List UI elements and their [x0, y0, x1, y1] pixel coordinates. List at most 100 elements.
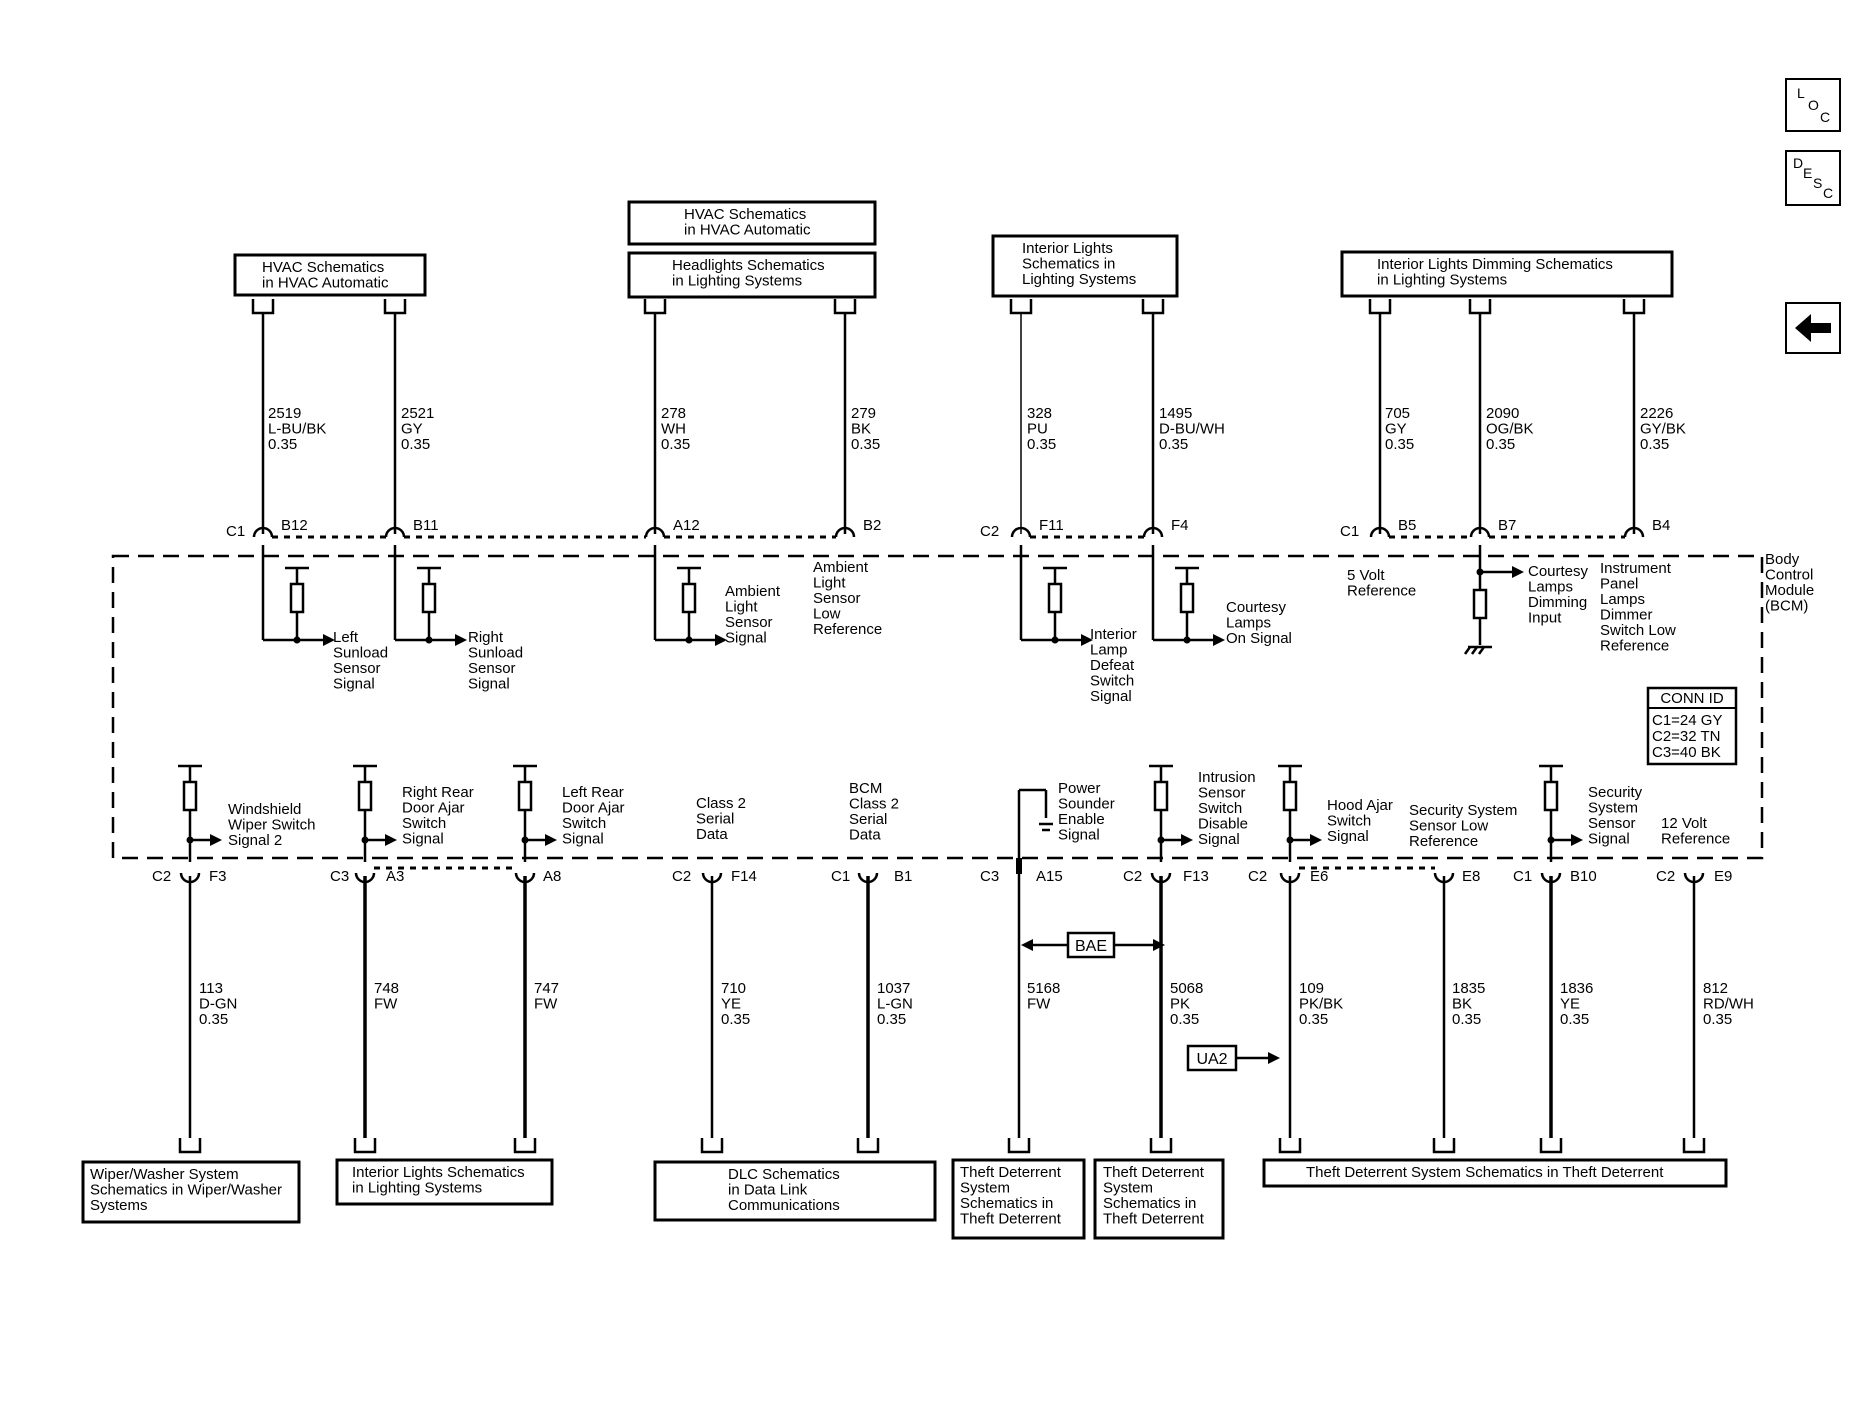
intrusion-sensor-label: Sensor [1198, 785, 1246, 802]
bottom-pin-label: A8 [543, 868, 561, 885]
back-button[interactable] [1785, 302, 1841, 354]
top-pin [1010, 526, 1032, 538]
bottom-pin-label: B10 [1570, 868, 1597, 885]
ref-theft-a-text: System [960, 1180, 1010, 1197]
top-pin-label: B2 [863, 517, 881, 534]
top-pin-label: B4 [1652, 517, 1670, 534]
bottom-terminal [1539, 1138, 1563, 1154]
bcm-class2-label: Data [849, 827, 881, 844]
security-low-ref-label: Security System [1409, 802, 1517, 819]
top-wire-label: 2521 [401, 405, 434, 422]
ref-theft-a-text: Schematics in [960, 1195, 1053, 1212]
courtesy-dimming-label: Dimming [1528, 594, 1587, 611]
top-conn-c1-b: C1 [1340, 523, 1359, 540]
bottom-terminal [513, 1138, 537, 1154]
conn-id-row: C1=24 GY [1652, 712, 1722, 729]
bottom-wire-label: 0.35 [877, 1011, 906, 1028]
bottom-wire-label: 5068 [1170, 980, 1203, 997]
right-sunload-label: Signal [468, 676, 510, 693]
bottom-wire-label: 710 [721, 980, 746, 997]
top-wire-label: WH [661, 421, 686, 438]
desc-button[interactable]: D E S C [1785, 150, 1841, 206]
intrusion-sensor-label: Intrusion [1198, 769, 1256, 786]
loc-letter-o: O [1808, 97, 1819, 113]
bottom-terminal [856, 1138, 880, 1154]
bottom-pin-label: E6 [1310, 868, 1328, 885]
courtesy-lamps-on-arrow [1213, 634, 1225, 646]
left-sunload-label: Sunload [333, 645, 388, 662]
bottom-wire-label: FW [374, 996, 398, 1013]
bottom-wire-label: PK/BK [1299, 996, 1343, 1013]
top-terminal [1622, 299, 1646, 315]
ua2-arrowhead [1268, 1052, 1280, 1064]
bottom-conn-label: C3 [330, 868, 349, 885]
bcm-outline [111, 554, 1764, 860]
ref-theft-a-text: Theft Deterrent [960, 1164, 1062, 1181]
loc-button[interactable]: L O C [1785, 78, 1841, 132]
interior-lamp-defeat-label: Lamp [1090, 642, 1128, 659]
bottom-wire-label: 1835 [1452, 980, 1485, 997]
right-sunload-label: Sensor [468, 660, 516, 677]
intrusion-sensor-arrow [1181, 834, 1193, 846]
security-sensor-arrow [1571, 834, 1583, 846]
wiper-switch-arrow [210, 834, 222, 846]
ref-interior-lights-text: Lighting Systems [1022, 271, 1136, 288]
bottom-wire-label: 0.35 [199, 1011, 228, 1028]
ambient-light-signal-label: Light [725, 599, 758, 616]
bcm-class2-label: Class 2 [849, 796, 899, 813]
wiper-switch-label: Signal 2 [228, 832, 282, 849]
hood-ajar-label: Signal [1327, 828, 1369, 845]
ref-interior-lights-text: Schematics in [1022, 256, 1115, 273]
bcm-label: (BCM) [1765, 598, 1808, 615]
ref-interior-lights-box [991, 234, 1179, 298]
left-sunload-arrow [323, 634, 335, 646]
wiper-switch-label: Wiper Switch [228, 817, 316, 834]
ref-dimming-text: in Lighting Systems [1377, 272, 1507, 289]
top-wire-label: 0.35 [1159, 436, 1188, 453]
ambient-light-signal-label: Sensor [725, 614, 773, 631]
courtesy-lamps-on-label: Courtesy [1226, 599, 1287, 616]
bottom-conn-label: C2 [1656, 868, 1675, 885]
bottom-terminal [353, 1138, 377, 1154]
desc-letter-s: S [1813, 175, 1823, 191]
top-wire-label: 1495 [1159, 405, 1192, 422]
right-sunload-label: Sunload [468, 645, 523, 662]
intrusion-sensor-label: Disable [1198, 816, 1248, 833]
ref-hvac-left-box [233, 253, 427, 297]
bae-left-arrowhead [1021, 939, 1033, 951]
ip-dimmer-label: Reference [1600, 638, 1669, 655]
security-sensor-label: Security [1588, 784, 1643, 801]
bottom-wire-label: FW [1027, 996, 1051, 1013]
top-wire-label: OG/BK [1486, 421, 1534, 438]
ref-theft-b-text: System [1103, 1180, 1153, 1197]
bottom-wire-label: 812 [1703, 980, 1728, 997]
bottom-wire-label: YE [721, 996, 741, 1013]
ref-hvac-center-text: HVAC Schematics [684, 206, 806, 223]
ref-theft-b-text: Theft Deterrent [1103, 1164, 1205, 1181]
bottom-conn-label: C2 [1123, 868, 1142, 885]
top-wire-label: 0.35 [661, 436, 690, 453]
ref-headlights-box [627, 251, 877, 299]
ref-wiper-washer-text: Wiper/Washer System [90, 1166, 239, 1183]
right-rear-door-label: Right Rear [402, 784, 474, 801]
right-sunload-arrow [455, 634, 467, 646]
security-sensor-label: Sensor [1588, 815, 1636, 832]
left-rear-door-pullup-resistor [517, 780, 533, 812]
right-rear-door-label: Switch [402, 815, 446, 832]
security-sensor-label: Signal [1588, 831, 1630, 848]
ambient-light-low-ref-label: Low [813, 606, 841, 623]
courtesy-dimming-label: Lamps [1528, 579, 1573, 596]
left-arrow-icon [1795, 314, 1831, 342]
bottom-wire-label: YE [1560, 996, 1580, 1013]
ref-theft-system-text: Theft Deterrent System Schematics in The… [1306, 1164, 1664, 1181]
hood-ajar-arrow [1310, 834, 1322, 846]
right-sunload-junction [425, 636, 433, 644]
ref-dlc-text: Communications [728, 1197, 840, 1214]
bottom-wire-label: 0.35 [1703, 1011, 1732, 1028]
hood-ajar-pullup-resistor [1282, 780, 1298, 812]
ref-wiper-washer-text: Systems [90, 1197, 148, 1214]
top-pin-label: B11 [413, 517, 439, 534]
ref-headlights-text: Headlights Schematics [672, 257, 825, 274]
bottom-pin-label: E9 [1714, 868, 1732, 885]
top-wire-label: 2226 [1640, 405, 1673, 422]
